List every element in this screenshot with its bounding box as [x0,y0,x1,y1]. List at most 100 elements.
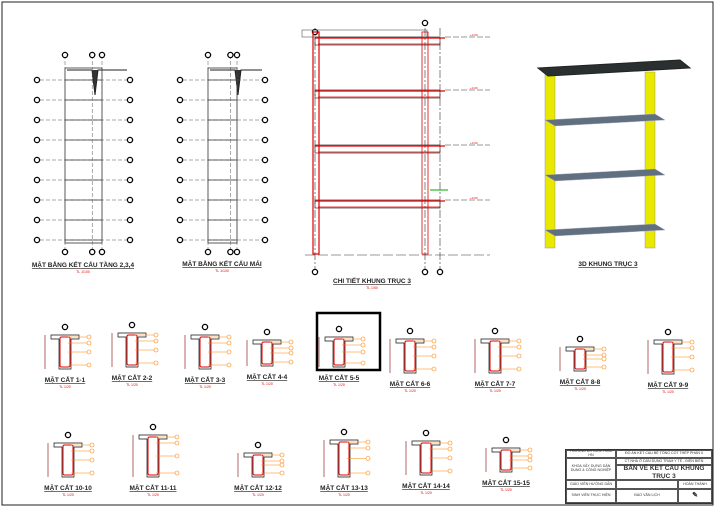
section-outline [329,439,359,478]
section-outline [491,447,521,473]
section-title: MẶT CẮT 5-5 [319,373,360,382]
section-scale: TL 1/20 [574,387,586,391]
rebar-tag [279,470,285,476]
axis-marker [311,268,319,276]
section-outline [138,434,168,478]
section-outline [324,336,354,368]
section-detail: MẶT CẮT 3-3TL 1/20 [184,323,232,389]
frame-beam [314,199,441,209]
axis-marker [176,136,184,144]
rebar-tag [365,439,371,445]
section-outline [117,332,147,368]
axis-marker [98,248,106,256]
axis-marker [261,216,269,224]
rebar-tag [279,458,285,464]
section-title: MẶT CẮT 12-12 [234,483,282,492]
floor-plan [176,51,269,256]
beam-3d [544,223,666,237]
axis-marker [33,216,41,224]
rebar-tag [86,362,92,368]
level-mark: +0.00 [470,86,478,90]
section-detail: MẶT CẮT 8-8TL 1/20 [559,335,607,391]
column-left [312,31,320,255]
axis-marker [33,236,41,244]
axis-marker [502,436,510,444]
stair-slab [67,69,127,96]
rebar-tag [89,442,95,448]
section-outline [53,442,83,478]
level-mark: +0.00 [470,196,478,200]
section-scale: TL 1/20 [338,493,350,497]
section-outline [190,334,220,370]
axis-marker [126,156,134,164]
model3d-title: 3D KHUNG TRỤC 3 [578,261,638,268]
frame-3d-model [536,59,692,249]
axis-marker [261,156,269,164]
rebar-tag [226,334,232,340]
frame-beam [314,89,441,99]
building: CT NHÀ Ở DÂN DỤNG TRẠM Y TẾ - ĐIỆN BIÊN [616,458,712,465]
axis-marker [64,431,72,439]
section-title: MẶT CẮT 8-8 [560,377,601,386]
section-detail: MẶT CẮT 9-9TL 1/20 [647,328,695,394]
rebar-tag [431,344,437,350]
frame-title: CHI TIẾT KHUNG TRỤC 3 [333,275,411,285]
plan-title: MẶT BẰNG KẾT CẤU MÁI [182,258,262,268]
rebar-tag [226,340,232,346]
axis-marker [576,335,584,343]
axis-marker [340,428,348,436]
axis-marker [261,116,269,124]
axis-marker [126,76,134,84]
axis-marker [88,51,96,59]
axis-marker [126,236,134,244]
column-right [421,31,429,255]
rebar-tag [689,354,695,360]
section-outline [395,338,425,374]
section-scale: TL 1/20 [662,390,674,394]
section-detail: MẶT CẮT 2-2TL 1/20 [111,321,159,387]
rebar-tag [288,345,294,351]
axis-marker [176,156,184,164]
axis-marker [176,216,184,224]
axis-marker [261,196,269,204]
column-3d [544,71,556,249]
section-detail: MẶT CẮT 1-1TL 1/20 [44,323,92,389]
project: ĐỒ ÁN KẾT CẤU BÊ TÔNG CỐT THÉP PHẦN II [616,450,712,458]
axis-marker [254,441,262,449]
axis-marker [128,321,136,329]
rebar-tag [689,339,695,345]
section-scale: TL 1/20 [420,491,432,495]
rebar-tag [89,457,95,463]
section-scale: TL 1/20 [333,383,345,387]
rebar-tag [153,347,159,353]
axis-marker [61,51,69,59]
rebar-tag [360,336,366,342]
section-title: MẶT CẮT 10-10 [44,483,92,492]
rebar-tag [516,338,522,344]
section-scale: TL 1/20 [59,385,71,389]
rebar-tag [360,342,366,348]
rebar-tag [365,470,371,476]
section-scale: TL 1/20 [147,493,159,497]
plan-scale: TL 1/100 [215,269,229,273]
section-title: MẶT CẮT 9-9 [648,380,689,389]
axis-marker [664,328,672,336]
section-scale: TL 1/20 [62,493,74,497]
rebar-tag [288,359,294,365]
rebar-tag [527,457,533,463]
rebar-tag [86,334,92,340]
section-title: MẶT CẮT 1-1 [45,375,86,384]
rebar-tag [153,332,159,338]
axis-marker [176,96,184,104]
status: HOÀN THÀNH [678,480,712,489]
rebar-tag [601,364,607,370]
roof-beam [301,29,428,38]
axis-marker [176,236,184,244]
rebar-tag [527,447,533,453]
axis-marker [126,196,134,204]
rebar-tag [447,440,453,446]
